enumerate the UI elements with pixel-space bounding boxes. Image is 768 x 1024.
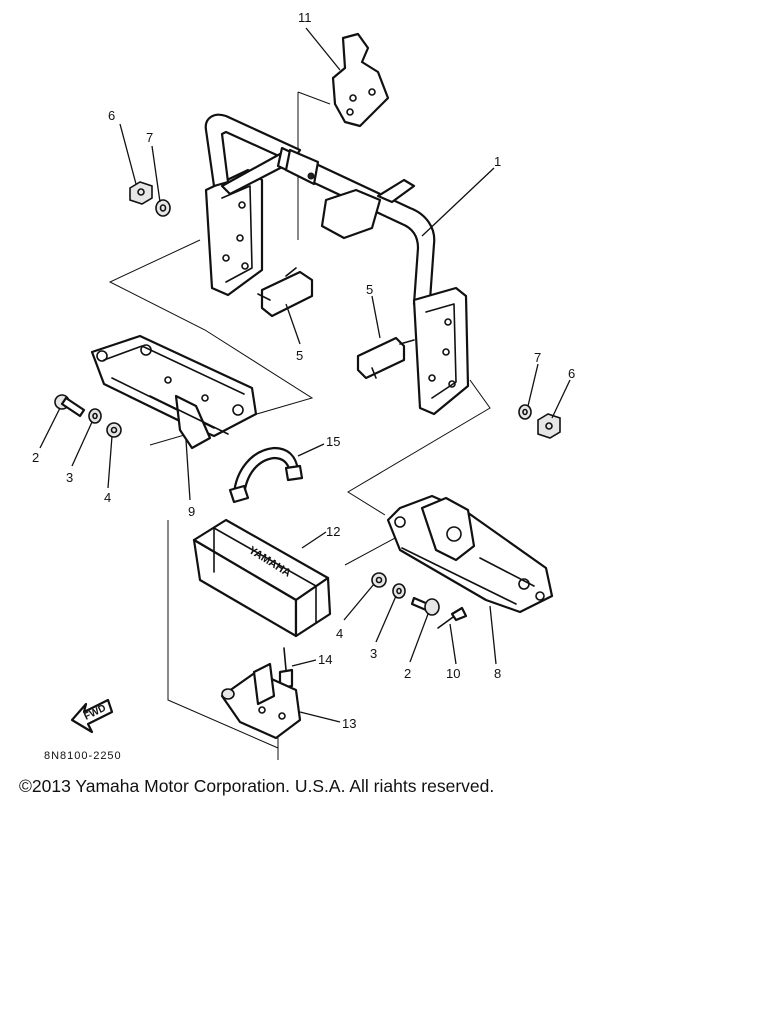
- callout-8: 8: [494, 666, 501, 681]
- callout-10: 10: [446, 666, 460, 681]
- part-6-nut-left: [129, 181, 153, 205]
- callout-6: 6: [568, 366, 575, 381]
- callout-labels: 11 6 7 1 5 5 7 6 2 3 4 9 15 12 4 3 2 10 …: [32, 10, 575, 731]
- leader-lines: [39, 27, 571, 723]
- part-7-washer-right: [518, 404, 532, 420]
- part-3-washer-right: [392, 583, 406, 599]
- part-7-washer-left: [155, 199, 171, 217]
- part-4-nut-left: [106, 422, 122, 438]
- part-14-pin: [278, 647, 294, 690]
- alignment-guides: [108, 91, 491, 760]
- drawing-code: 8N8100-2250: [44, 750, 122, 760]
- callout-15: 15: [326, 434, 340, 449]
- callout-6: 6: [108, 108, 115, 123]
- callout-7: 7: [534, 350, 541, 365]
- callout-3: 3: [370, 646, 377, 661]
- callout-13: 13: [342, 716, 356, 731]
- part-6-nut-right: [537, 413, 561, 439]
- part-3-washer-left: [88, 408, 102, 424]
- part-15-strap: [228, 446, 304, 504]
- callout-5: 5: [296, 348, 303, 363]
- callout-14: 14: [318, 652, 332, 667]
- callout-2: 2: [404, 666, 411, 681]
- callout-3: 3: [66, 470, 73, 485]
- callout-9: 9: [188, 504, 195, 519]
- part-1-handle-frame: [204, 113, 470, 416]
- part-2-bolt-right: [410, 596, 440, 616]
- callout-1: 1: [494, 154, 501, 169]
- callout-12: 12: [326, 524, 340, 539]
- part-13-clamp-bracket: [220, 662, 302, 740]
- callout-4: 4: [104, 490, 111, 505]
- part-5-stud-plate-left: [257, 267, 314, 318]
- part-11-bracket: [331, 32, 390, 128]
- callout-2: 2: [32, 450, 39, 465]
- part-5-stud-plate-right: [356, 336, 415, 380]
- part-10-rivet: [437, 606, 468, 629]
- fwd-arrow-icon: FWD: [70, 698, 114, 734]
- exploded-parts-diagram: YAMAHA F: [32, 10, 575, 760]
- part-12-tool-box: YAMAHA: [192, 518, 332, 638]
- part-9-base-bracket-left: [90, 334, 258, 450]
- copyright-notice: ©2013 Yamaha Motor Corporation. U.S.A. A…: [19, 776, 495, 796]
- part-2-bolt-left: [54, 394, 86, 418]
- callout-7: 7: [146, 130, 153, 145]
- callout-11: 11: [298, 10, 312, 25]
- part-8-base-bracket-right: [386, 494, 554, 614]
- callout-5: 5: [366, 282, 373, 297]
- callout-4: 4: [336, 626, 343, 641]
- part-4-nut-right: [371, 572, 387, 588]
